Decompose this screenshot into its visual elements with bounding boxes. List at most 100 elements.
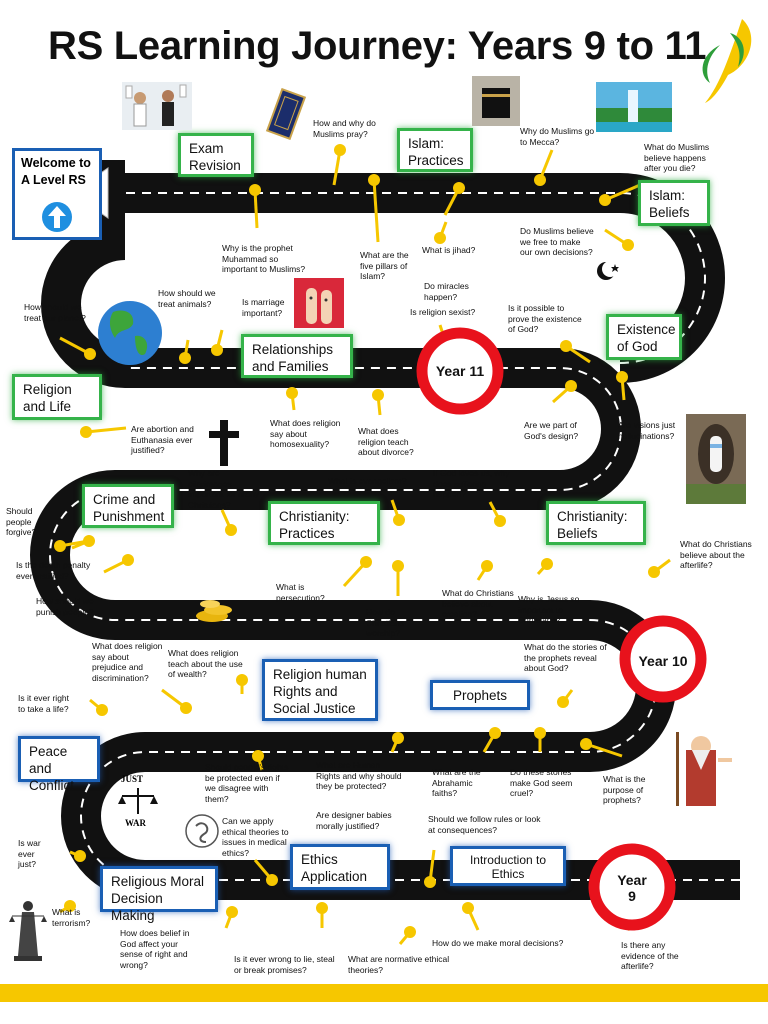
- pin-dot: [286, 387, 298, 399]
- pin-dot: [266, 874, 278, 886]
- page-title: RS Learning Journey: Years 9 to 11: [48, 24, 707, 68]
- pin-dot: [560, 340, 572, 352]
- mary-grotto-image: [686, 414, 746, 504]
- pin-dot: [616, 371, 628, 383]
- just-war-bottom-text: WAR: [125, 818, 147, 828]
- topic-prophets: Prophets: [430, 680, 530, 710]
- question-sexist: Is religion sexist?: [410, 307, 476, 317]
- prayer-mat-icon: [265, 88, 307, 140]
- pin-dot: [372, 389, 384, 401]
- pin-dot: [64, 900, 76, 912]
- year9-stop-sign: [588, 843, 676, 931]
- pin-dot: [434, 232, 446, 244]
- pin-line: [604, 183, 641, 202]
- students-celebrating-image: [122, 82, 192, 130]
- pin-dot: [462, 902, 474, 914]
- pin-dot: [494, 515, 506, 527]
- school-logo-icon: [702, 19, 752, 103]
- year9-label: Year 9: [617, 872, 647, 904]
- pin-dot: [252, 750, 264, 762]
- wedding-fingers-image: [294, 278, 344, 328]
- topic-christianity-beliefs: Christianity:Beliefs: [546, 501, 646, 545]
- pin-dot: [211, 344, 223, 356]
- crescent-star-icon: [597, 261, 619, 280]
- year10-label: Year 10: [638, 653, 688, 669]
- year11-label: Year 11: [435, 363, 485, 379]
- lady-justice-icon: [9, 901, 47, 961]
- question-jihad: What is jihad?: [422, 245, 476, 255]
- waterfall-paradise-image: [596, 82, 672, 132]
- moses-prophet-image: [676, 732, 732, 806]
- pin-dot: [534, 174, 546, 186]
- question-evangelism: What is evangelism?: [328, 476, 407, 486]
- kaaba-image: [472, 76, 520, 126]
- pin-dot: [599, 194, 611, 206]
- pin-dot: [622, 239, 634, 251]
- pin-dot: [122, 554, 134, 566]
- pin-dot: [648, 566, 660, 578]
- pin-dot: [404, 926, 416, 938]
- question-moral-decisions: How do we make moral decisions?: [432, 938, 564, 948]
- cross-icon: [209, 420, 239, 466]
- pin-dot: [180, 702, 192, 714]
- pin-dot: [96, 704, 108, 716]
- pin-dot: [393, 514, 405, 526]
- up-arrow-icon: [42, 202, 72, 232]
- pin-dot: [368, 174, 380, 186]
- pin-dot: [179, 352, 191, 364]
- topic-islam-practices: Islam:Practices: [397, 128, 473, 172]
- pin-dot: [84, 348, 96, 360]
- pin-dot: [80, 426, 92, 438]
- globe-icon: [98, 301, 162, 365]
- gold-coins-icon: [196, 600, 232, 622]
- pin-dot: [489, 727, 501, 739]
- pin-dot: [541, 558, 553, 570]
- topic-islam-beliefs: Islam:Beliefs: [638, 180, 710, 226]
- year10-stop-sign: [619, 615, 707, 703]
- pin-line: [85, 426, 127, 434]
- pin-dot: [316, 902, 328, 914]
- pin-dot: [225, 524, 237, 536]
- pin-dot: [565, 380, 577, 392]
- pin-dot: [249, 184, 261, 196]
- pin-dot: [226, 906, 238, 918]
- pin-line: [253, 189, 259, 229]
